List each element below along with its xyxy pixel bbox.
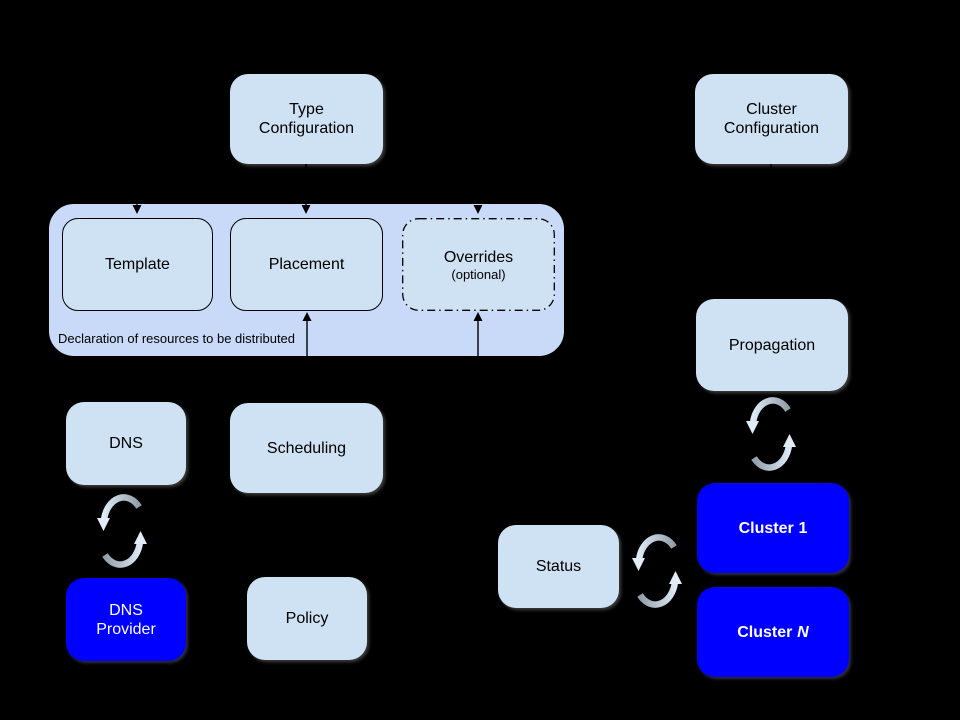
node-label: Configuration <box>723 120 820 137</box>
node-scheduling: Scheduling <box>230 403 383 493</box>
sync-arrows-icon <box>746 400 796 467</box>
cluster-label-prefix: Cluster <box>737 623 793 641</box>
node-cluster-configuration: Cluster Configuration <box>695 74 848 164</box>
node-policy: Policy <box>247 577 367 660</box>
node-label: Scheduling <box>266 439 347 457</box>
node-label: DNS <box>109 435 143 452</box>
node-overrides: Overrides (optional) <box>402 218 555 311</box>
node-status: Status <box>498 525 619 608</box>
node-label: Status <box>535 558 582 575</box>
node-label: Provider <box>96 620 156 638</box>
node-label: Cluster <box>746 101 797 118</box>
node-label: Overrides <box>443 248 514 266</box>
node-dns: DNS <box>66 402 186 485</box>
node-propagation: Propagation <box>696 299 848 391</box>
node-type-configuration: Type Configuration <box>230 74 383 164</box>
sync-arrows-icon <box>632 537 682 604</box>
node-placement: Placement <box>230 218 383 311</box>
node-label: Configuration <box>258 120 355 137</box>
type-config-connectors <box>136 164 479 206</box>
node-label: Template <box>105 256 170 273</box>
node-dns-provider: DNS Provider <box>66 578 186 661</box>
declaration-group-caption: Declaration of resources to be distribut… <box>58 331 296 346</box>
cluster-label-suffix: 1 <box>798 519 808 537</box>
cluster-label-suffix: N <box>797 623 809 641</box>
node-label: Type <box>289 101 324 118</box>
node-sublabel: (optional) <box>451 266 506 282</box>
node-template: Template <box>62 218 213 311</box>
cluster-label-prefix: Cluster <box>738 519 794 537</box>
node-label: Placement <box>268 256 345 273</box>
node-label: Propagation <box>728 336 816 354</box>
node-label: Policy <box>285 610 329 627</box>
node-label: DNS <box>109 601 143 619</box>
sync-arrows-icon <box>97 497 147 564</box>
